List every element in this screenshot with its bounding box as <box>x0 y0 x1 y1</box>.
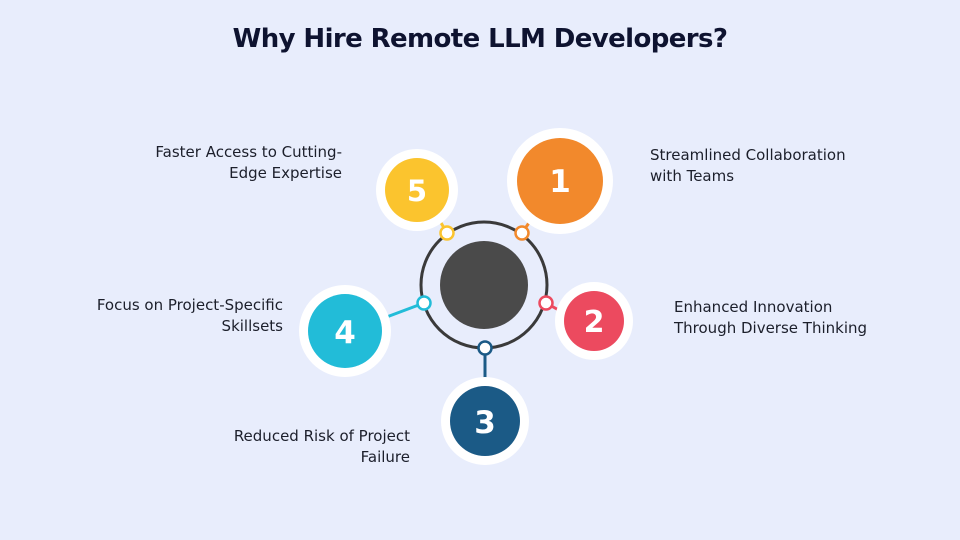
node-3-number: 3 <box>474 405 496 441</box>
node-1-number: 1 <box>549 164 571 200</box>
node-4: 4 <box>299 285 432 377</box>
node-3-circle <box>450 386 520 456</box>
node-3: 3 <box>441 340 529 465</box>
node-5-number: 5 <box>407 174 427 208</box>
node-1-circle <box>517 138 603 224</box>
node-5: 5 <box>376 149 458 241</box>
item-2-label: Enhanced Innovation Through Diverse Thin… <box>674 298 868 337</box>
node-5-circle <box>385 158 449 222</box>
node-4-circle <box>308 294 382 368</box>
node-2: 2 <box>538 282 633 360</box>
node-2-circle <box>564 291 624 351</box>
node-2-number: 2 <box>584 305 605 340</box>
node-4-number: 4 <box>334 315 356 351</box>
center-hub <box>440 241 528 329</box>
node-5-joint <box>439 225 455 241</box>
item-3-label: Reduced Risk of Project Failure <box>233 427 410 466</box>
node-2-joint <box>538 295 554 311</box>
item-5-label: Faster Access to Cutting- Edge Expertise <box>155 143 342 182</box>
node-3-joint <box>477 340 493 356</box>
page-title: Why Hire Remote LLM Developers? <box>232 24 728 54</box>
node-4-joint <box>416 295 432 311</box>
item-1-label: Streamlined Collaboration with Teams <box>650 146 846 185</box>
node-1-joint <box>514 225 530 241</box>
item-4-label: Focus on Project-Specific Skillsets <box>96 296 283 335</box>
node-1: 1 <box>507 128 613 241</box>
